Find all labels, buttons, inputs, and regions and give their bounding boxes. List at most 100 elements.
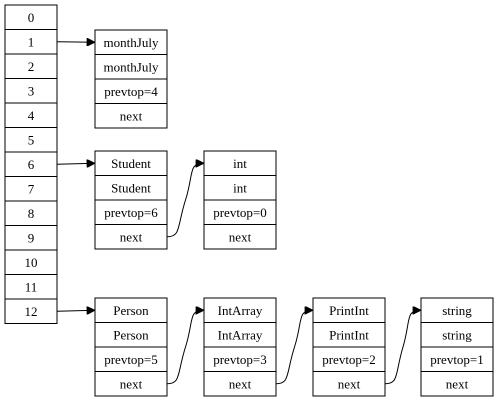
slot-label: 2 (28, 59, 35, 74)
slot-label: 8 (28, 206, 35, 221)
node-cell-label: Student (111, 156, 151, 171)
slot-label: 6 (28, 157, 35, 172)
node-cell (94, 78, 168, 104)
node-cell-label: prevtop=5 (104, 352, 158, 367)
node-cell-label: IntArray (218, 327, 263, 342)
node-string: string string prevtop=1 next (420, 297, 494, 397)
node-cell (312, 346, 386, 372)
slot-label: 9 (28, 230, 35, 245)
node-cell-label: next (229, 229, 252, 244)
slot-label: 10 (25, 255, 38, 270)
slot-cell (4, 102, 58, 128)
node-cell (203, 224, 277, 250)
node-cell-label: prevtop=2 (322, 352, 376, 367)
node-cell (94, 150, 168, 176)
slot-cell (4, 225, 58, 251)
node-cell (312, 371, 386, 397)
node-cell-label: next (120, 376, 143, 391)
node-cell (94, 29, 168, 55)
slot-cell (4, 53, 58, 79)
slot-cell (4, 298, 58, 324)
node-cell-label: monthJuly (104, 35, 159, 50)
node-cell-label: IntArray (218, 303, 263, 318)
slot-label: 4 (28, 108, 35, 123)
node-cell-label: string (442, 303, 472, 318)
node-cell (94, 54, 168, 80)
node-cell (203, 322, 277, 348)
slot-label: 7 (28, 181, 35, 196)
node-cell (420, 371, 494, 397)
node-cell-label: next (120, 229, 143, 244)
next-pointer-arrow (384, 310, 421, 385)
slot-cell (4, 127, 58, 153)
node-cell-label: prevtop=1 (430, 352, 484, 367)
node-cell-label: next (446, 376, 469, 391)
slot-cell (4, 274, 58, 300)
node-cell (203, 297, 277, 323)
next-pointer-arrow (166, 163, 204, 238)
slot-pointer-arrow (56, 163, 95, 164)
slot-7: 7 (4, 176, 58, 202)
slot-12: 12 (4, 298, 58, 324)
slot-label: 12 (25, 304, 38, 319)
node-cell (94, 224, 168, 250)
node-cell-label: prevtop=3 (213, 352, 267, 367)
node-cell (203, 175, 277, 201)
node-cell-label: prevtop=6 (104, 205, 158, 220)
node-monthJuly: monthJuly monthJuly prevtop=4 next (94, 29, 168, 129)
node-cell-label: Student (111, 180, 151, 195)
slot-10: 10 (4, 249, 58, 275)
node-cell (94, 175, 168, 201)
node-cell (203, 346, 277, 372)
node-cell (94, 103, 168, 129)
node-cell-label: string (442, 327, 472, 342)
slot-cell (4, 249, 58, 275)
slot-2: 2 (4, 53, 58, 79)
slot-label: 3 (28, 83, 35, 98)
node-cell-label: PrintInt (329, 303, 369, 318)
nodes: monthJulymonthJulyprevtop=4nextStudentSt… (94, 29, 494, 397)
slot-9: 9 (4, 225, 58, 251)
node-cell (420, 322, 494, 348)
node-cell-label: int (233, 180, 247, 195)
slot-0: 0 (4, 4, 58, 30)
next-pointer-arrow (275, 310, 313, 385)
slot-label: 5 (28, 132, 35, 147)
node-cell (94, 346, 168, 372)
slot-1: 1 (4, 29, 58, 55)
node-cell-label: PrintInt (329, 327, 369, 342)
node-cell (94, 322, 168, 348)
slot-pointer-arrow (56, 42, 95, 43)
node-cell-label: monthJuly (104, 59, 159, 74)
node-cell-label: prevtop=0 (213, 205, 267, 220)
node-cell (312, 297, 386, 323)
node-cell (94, 371, 168, 397)
node-cell (420, 297, 494, 323)
node-cell-label: next (120, 108, 143, 123)
node-cell-label: next (338, 376, 361, 391)
slot-cell (4, 151, 58, 177)
node-cell (203, 371, 277, 397)
slot-5: 5 (4, 127, 58, 153)
slot-cell (4, 176, 58, 202)
slot-8: 8 (4, 200, 58, 226)
slot-4: 4 (4, 102, 58, 128)
next-pointer-arrow (166, 310, 204, 385)
node-cell-label: prevtop=4 (104, 84, 158, 99)
slot-pointer-arrow (56, 310, 95, 311)
node-cell-label: Person (113, 303, 149, 318)
node-cell-label: Person (113, 327, 149, 342)
slot-cell (4, 29, 58, 55)
slot-6: 6 (4, 151, 58, 177)
slot-label: 11 (25, 279, 38, 294)
node-cell-label: next (229, 376, 252, 391)
slot-label: 1 (28, 34, 35, 49)
slot-3: 3 (4, 78, 58, 104)
slot-label: 0 (28, 10, 35, 25)
edges (56, 42, 421, 385)
